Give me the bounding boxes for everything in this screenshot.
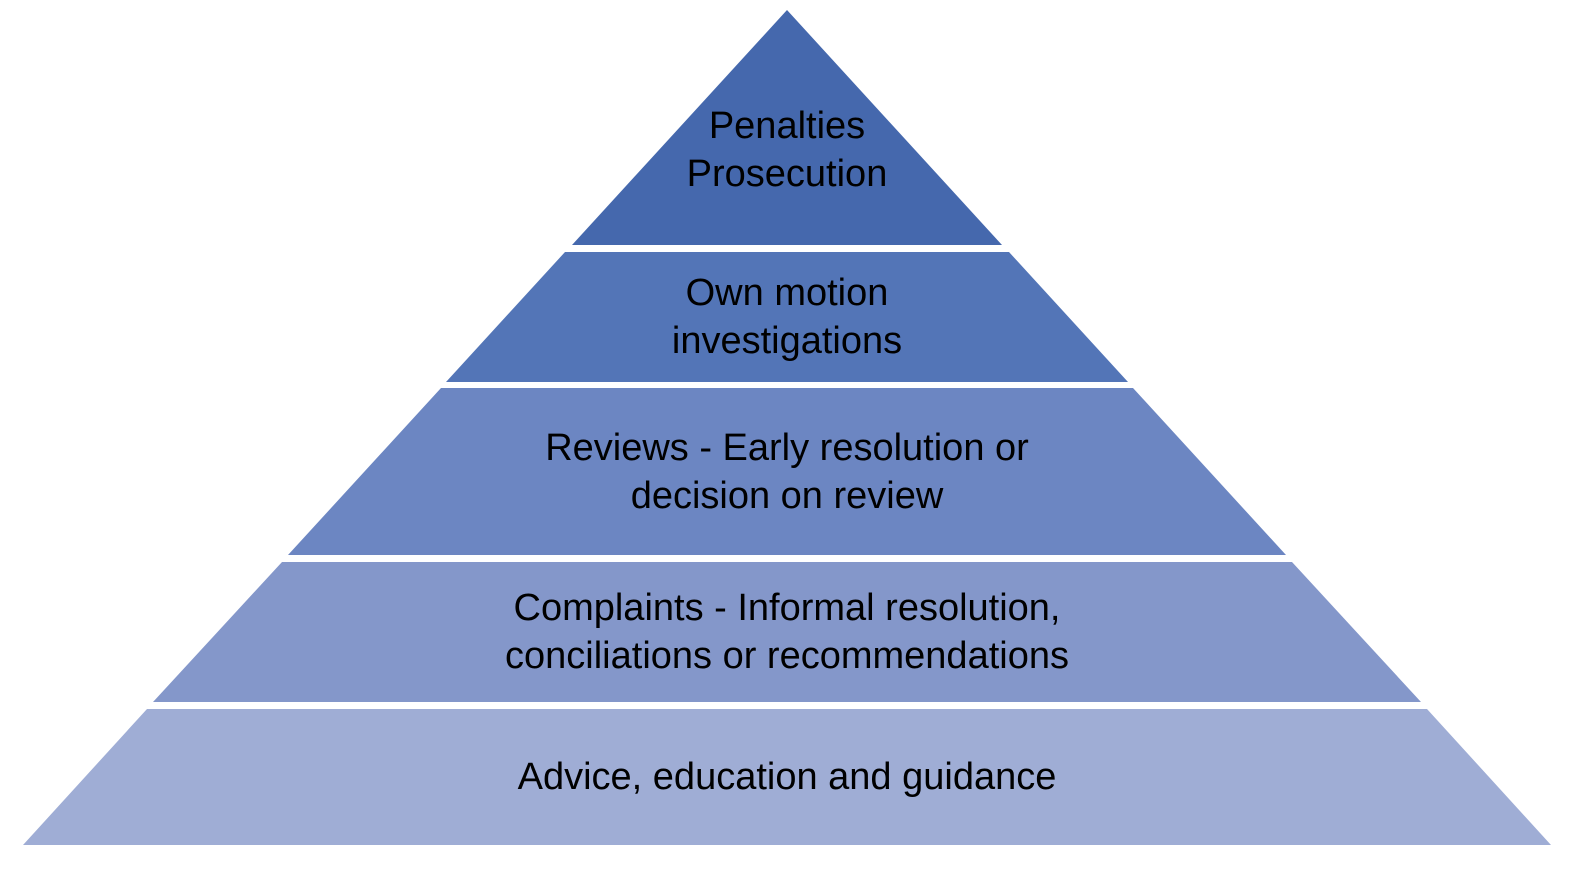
pyramid-tier-reviews: Reviews - Early resolution or decision o… (288, 388, 1286, 555)
tier-label-advice-education-guidance: Advice, education and guidance (517, 756, 1057, 798)
pyramid-tier-own-motion-investigations: Own motion investigations (446, 252, 1128, 382)
pyramid-tier-penalties-prosecution: Penalties Prosecution (572, 10, 1002, 245)
pyramid-tier-complaints: Complaints - Informal resolution, concil… (153, 562, 1421, 702)
pyramid-tier-advice-education-guidance: Advice, education and guidance (23, 709, 1551, 845)
tier-label-complaints: Complaints - Informal resolution, concil… (505, 587, 1069, 677)
tier-label-penalties-prosecution: Penalties Prosecution (686, 104, 888, 195)
tier-label-reviews: Reviews - Early resolution or decision o… (545, 426, 1029, 517)
tier-label-own-motion-investigations: Own motion investigations (671, 272, 903, 362)
